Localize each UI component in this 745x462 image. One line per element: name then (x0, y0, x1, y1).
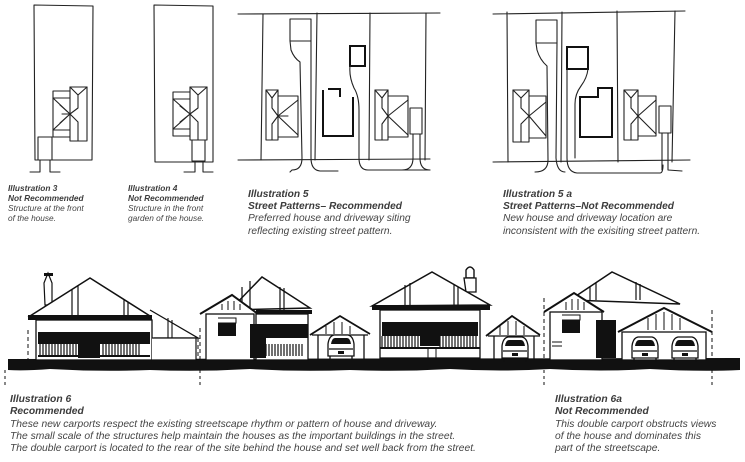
illustration-5-status: Street Patterns– Recommended (248, 201, 402, 213)
illustration-6-status: Recommended (10, 406, 84, 418)
illustration-6-title: Illustration 6 (10, 394, 72, 405)
illustration-5a-drawing (485, 0, 745, 185)
illustration-3-status: Not Recommended (8, 192, 84, 203)
illustration-5a-status: Street Patterns–Not Recommended (503, 201, 674, 213)
illustration-4-status: Not Recommended (128, 192, 204, 203)
illustration-4-description: Structure in the front garden of the hou… (128, 202, 205, 223)
illustration-4-title: Illustration 4 (128, 183, 178, 193)
illustration-3-drawing (0, 0, 120, 180)
illustration-4-drawing (120, 0, 240, 180)
illustration-6a-title: Illustration 6a (555, 394, 622, 405)
illustration-4-caption: Illustration 4 Not Recommended Structure… (128, 183, 238, 224)
illustration-6a-caption: Illustration 6a Not Recommended This dou… (555, 394, 745, 456)
illustration-5-description: Preferred house and driveway siting refl… (248, 213, 411, 237)
illustration-6-caption: Illustration 6 Recommended These new car… (10, 394, 510, 456)
illustration-6a-status: Not Recommended (555, 406, 649, 418)
illustration-3-title: Illustration 3 (8, 183, 58, 193)
illustration-5-title: Illustration 5 (248, 189, 309, 200)
illustration-3-description: Structure at the front of the house. (8, 202, 84, 223)
illustration-6a-description: This double carport obstructs views of t… (555, 418, 717, 455)
illustration-6-streetscape-drawing (0, 260, 745, 395)
illustration-5a-caption: Illustration 5 a Street Patterns–Not Rec… (503, 189, 743, 238)
illustration-5-caption: Illustration 5 Street Patterns– Recommen… (248, 189, 488, 238)
illustration-6-description: These new carports respect the existing … (10, 418, 476, 455)
illustration-5a-title: Illustration 5 a (503, 189, 573, 200)
illustration-3-caption: Illustration 3 Not Recommended Structure… (8, 183, 118, 224)
illustration-5a-description: New house and driveway location are inco… (503, 213, 701, 237)
illustration-5-drawing (230, 0, 490, 185)
